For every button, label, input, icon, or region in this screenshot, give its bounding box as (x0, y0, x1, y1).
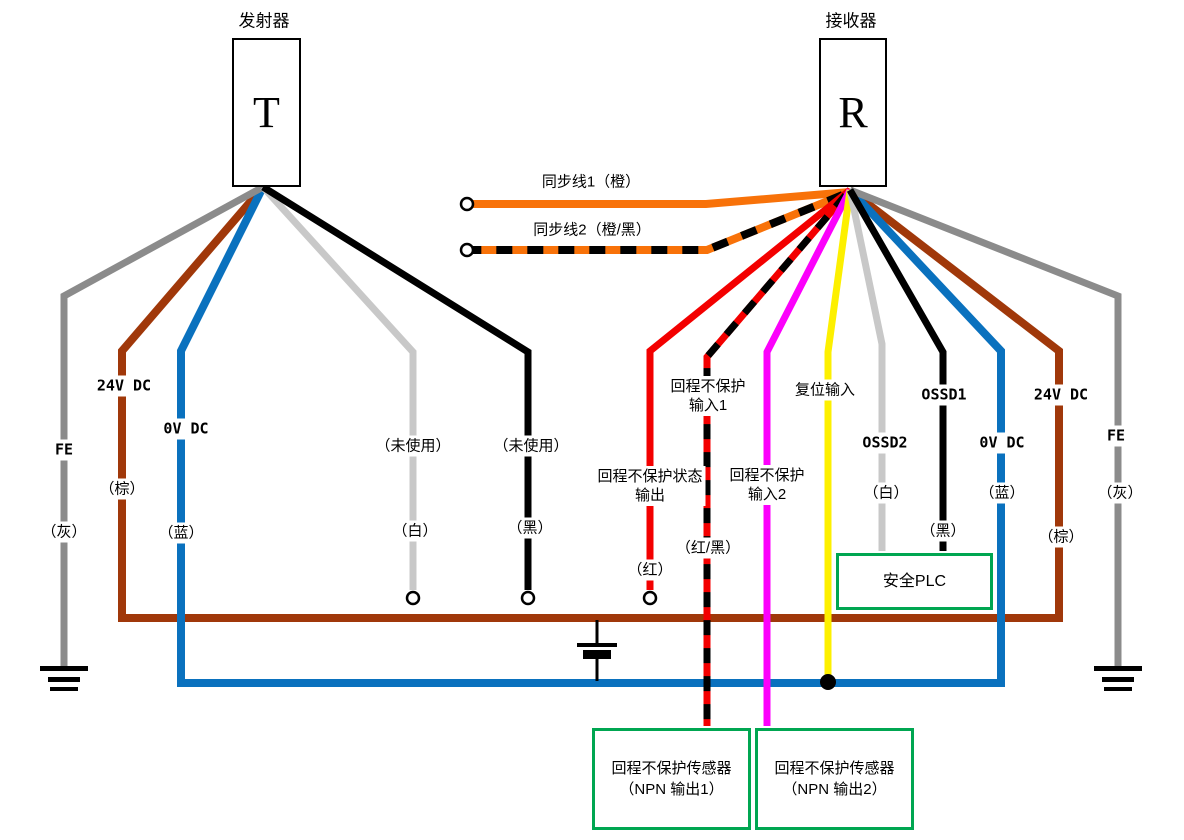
safety-plc-box: 安全PLC (836, 553, 993, 610)
sensor1-line2: （NPN 输出1） (619, 781, 724, 798)
transmitter-title: 发射器 (238, 11, 290, 31)
receiver-title: 接收器 (825, 11, 877, 31)
wire-yellow-reset (824, 189, 854, 678)
left-0v-label: 0V DC (160, 418, 212, 440)
sync1-label: 同步线1（橙） (538, 171, 644, 193)
ossd1-label: OSSD1 (918, 384, 970, 406)
sensor2-line1: 回程不保护传感器 (774, 760, 895, 777)
right-fe-label: FE (1103, 425, 1129, 447)
terminal-sync1 (459, 196, 475, 212)
reset-input-label: 复位输入 (791, 379, 859, 401)
terminal-unused-white (405, 590, 421, 606)
wire-brown-24v (118, 184, 1063, 622)
terminal-muting-status (642, 590, 658, 606)
unused-black-label: （未使用） (490, 435, 572, 457)
left-0v-color-label: （蓝） (155, 522, 207, 544)
muting-sensor1-box: 回程不保护传感器 （NPN 输出1） (592, 728, 751, 830)
right-fe-color-label: （灰） (1094, 482, 1146, 504)
transmitter-box: T (232, 38, 301, 187)
left-fe-color-label: （灰） (38, 521, 90, 543)
transmitter-letter: T (253, 88, 280, 137)
wire-magenta-muting-in2 (763, 188, 854, 726)
right-24v-color-label: （棕） (1035, 526, 1087, 548)
sensor1-line1: 回程不保护传感器 (611, 760, 732, 777)
left-24v-label: 24V DC (93, 375, 155, 397)
earth-ground-left-icon (40, 666, 88, 691)
sync2-label: 同步线2（橙/黑） (530, 219, 654, 241)
right-24v-label: 24V DC (1030, 384, 1092, 406)
wire-gray-fe-left (60, 183, 265, 666)
wire-red-muting-status (646, 187, 853, 590)
power-supply-icon (577, 620, 617, 681)
unused-black-color-label: （黑） (504, 517, 556, 539)
unused-white-label: （未使用） (372, 435, 454, 457)
left-24v-color-label: （棕） (96, 478, 148, 500)
junction-dot (820, 674, 836, 690)
receiver-letter: R (838, 88, 868, 137)
safety-plc-label: 安全PLC (882, 573, 947, 590)
wire-black-ossd1 (846, 188, 947, 551)
wire-white-unused (260, 184, 417, 590)
wire-redblack-dash-overlay (703, 187, 853, 726)
wire-sync1-orange (473, 188, 851, 208)
wire-white-ossd2 (846, 189, 886, 551)
right-0v-label: 0V DC (976, 432, 1028, 454)
wire-gray-fe-right (848, 186, 1122, 666)
ossd1-color-label: （黑） (917, 520, 969, 542)
muting-in1-color-label: （红/黑） (672, 537, 744, 559)
muting-sensor2-box: 回程不保护传感器 （NPN 输出2） (755, 728, 914, 830)
muting-status-label: 回程不保护状态 输出 (594, 466, 706, 506)
muting-in1-label: 回程不保护 输入1 (667, 376, 749, 416)
terminal-unused-black (520, 590, 536, 606)
muting-in2-label: 回程不保护 输入2 (726, 465, 808, 505)
receiver-box: R (819, 38, 887, 187)
muting-status-color-label: （红） (624, 559, 676, 581)
ossd2-label: OSSD2 (859, 432, 911, 454)
ossd2-color-label: （白） (860, 482, 912, 504)
wire-blue-0v (177, 185, 1005, 687)
terminal-sync2 (459, 242, 475, 258)
right-0v-color-label: （蓝） (976, 482, 1028, 504)
wire-black-unused (261, 184, 532, 590)
unused-white-color-label: （白） (389, 520, 441, 542)
wire-sync2-black-dash (473, 188, 852, 254)
sensor2-line2: （NPN 输出2） (782, 781, 887, 798)
earth-ground-right-icon (1094, 666, 1142, 691)
left-fe-label: FE (51, 439, 77, 461)
